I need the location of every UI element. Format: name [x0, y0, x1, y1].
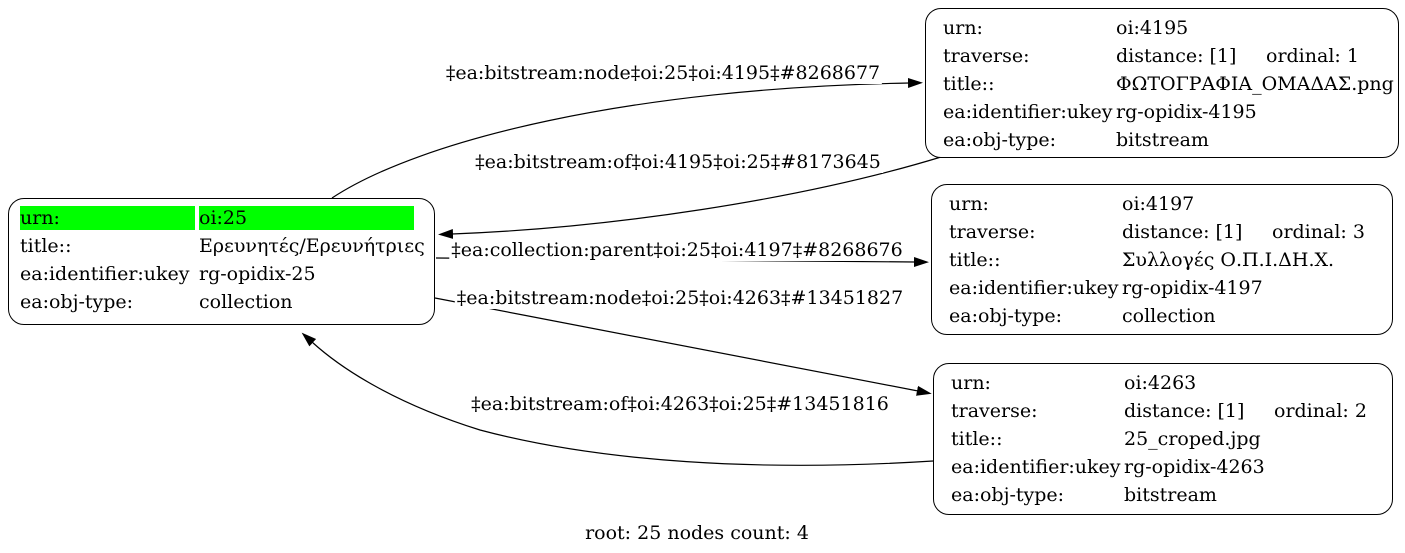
row-label: title:: [20, 235, 72, 257]
row-label: traverse: [949, 221, 1036, 243]
node-row-ukey: ea:identifier:ukey rg-opidix-25 [9, 260, 434, 288]
row-label: traverse: [943, 45, 1030, 67]
node-row-traverse: traverse: distance: [1] ordinal: 2 [934, 397, 1392, 425]
edge-bitstream-of-4263 [301, 332, 934, 466]
row-label: title:: [943, 73, 995, 95]
row-label: urn: [949, 193, 989, 215]
node-row-title: title:: Συλλογές Ο.Π.Ι.ΔΗ.Χ. [932, 246, 1392, 274]
row-value: rg-opidix-4195 [1116, 101, 1257, 123]
node-row-title: title:: 25_croped.jpg [934, 425, 1392, 453]
edge-label-bitstream-node-4195: ‡ea:bitstream:node‡oi:25‡oi:4195‡#826867… [443, 62, 883, 84]
row-value: ΦΩΤΟΓΡΑΦΙΑ_ΟΜΑΔΑΣ.png [1116, 73, 1394, 95]
node-row-ukey: ea:identifier:ukey rg-opidix-4197 [932, 274, 1392, 302]
traverse-distance: distance: [1] [1124, 400, 1245, 422]
row-value: oi:4197 [1122, 193, 1195, 215]
traverse-ordinal: ordinal: 1 [1266, 45, 1359, 67]
node-row-urn: urn: oi:4263 [934, 369, 1392, 397]
row-value: distance: [1] ordinal: 3 [1122, 220, 1382, 244]
row-value: bitstream [1124, 484, 1217, 506]
edge-bitstream-node-4263 [434, 297, 932, 396]
row-value: distance: [1] ordinal: 2 [1124, 399, 1382, 423]
row-label: ea:obj-type: [951, 484, 1065, 506]
edge-label-collection-parent-4197: ‡ea:collection:parent‡oi:25‡oi:4197‡#826… [449, 239, 905, 261]
row-label: urn: [951, 372, 991, 394]
row-value: bitstream [1116, 129, 1209, 151]
node-oi-4263: urn: oi:4263 traverse: distance: [1] ordi… [933, 363, 1393, 515]
row-value: oi:25 [199, 206, 414, 230]
edge-label-bitstream-of-4263: ‡ea:bitstream:of‡oi:4263‡oi:25‡#13451816 [469, 393, 891, 415]
node-row-objtype: ea:obj-type: collection [9, 288, 434, 316]
row-label: ea:obj-type: [949, 305, 1063, 327]
traverse-distance: distance: [1] [1116, 45, 1237, 67]
row-value: 25_croped.jpg [1124, 428, 1261, 450]
node-oi-4197: urn: oi:4197 traverse: distance: [1] ordi… [931, 184, 1393, 335]
node-row-ukey: ea:identifier:ukey rg-opidix-4263 [934, 453, 1392, 481]
row-value: oi:4195 [1116, 17, 1189, 39]
row-value: Συλλογές Ο.Π.Ι.ΔΗ.Χ. [1122, 249, 1335, 271]
row-value: oi:4263 [1124, 372, 1197, 394]
traverse-distance: distance: [1] [1122, 221, 1243, 243]
edge-label-bitstream-node-4263: ‡ea:bitstream:node‡oi:25‡oi:4263‡#134518… [454, 287, 906, 309]
node-row-objtype: ea:obj-type: bitstream [926, 126, 1398, 154]
row-label: title:: [949, 249, 1001, 271]
graph-caption: root: 25 nodes count: 4 [585, 522, 809, 544]
row-label: ea:identifier:ukey [949, 277, 1119, 299]
row-value: rg-opidix-25 [199, 263, 316, 285]
row-label: ea:identifier:ukey [20, 263, 190, 285]
node-row-traverse: traverse: distance: [1] ordinal: 3 [932, 218, 1392, 246]
edge-label-bitstream-of-4195: ‡ea:bitstream:of‡oi:4195‡oi:25‡#8173645 [473, 151, 883, 173]
row-value: rg-opidix-4197 [1122, 277, 1263, 299]
node-row-urn: urn: oi:4197 [932, 190, 1392, 218]
traverse-ordinal: ordinal: 3 [1272, 221, 1365, 243]
row-label: urn: [943, 17, 983, 39]
node-row-objtype: ea:obj-type: bitstream [934, 481, 1392, 509]
row-value: rg-opidix-4263 [1124, 456, 1265, 478]
row-label: ea:obj-type: [943, 129, 1057, 151]
row-value: Ερευνητές/Ερευνήτριες [199, 235, 425, 257]
node-row-ukey: ea:identifier:ukey rg-opidix-4195 [926, 98, 1398, 126]
row-value: distance: [1] ordinal: 1 [1116, 44, 1388, 68]
node-row-urn: urn: oi:25 [9, 204, 434, 232]
row-label: ea:obj-type: [20, 291, 134, 313]
row-label: traverse: [951, 400, 1038, 422]
node-row-objtype: ea:obj-type: collection [932, 302, 1392, 330]
node-row-urn: urn: oi:4195 [926, 14, 1398, 42]
row-value: collection [1122, 305, 1216, 327]
node-oi-4195: urn: oi:4195 traverse: distance: [1] ordi… [925, 8, 1399, 158]
node-row-title: title:: Ερευνητές/Ερευνήτριες [9, 232, 434, 260]
node-row-title: title:: ΦΩΤΟΓΡΑΦΙΑ_ΟΜΑΔΑΣ.png [926, 70, 1398, 98]
traverse-ordinal: ordinal: 2 [1274, 400, 1367, 422]
node-oi-25: urn: oi:25 title:: Ερευνητές/Ερευνήτριες… [8, 198, 435, 325]
row-label: urn: [20, 206, 195, 230]
node-row-traverse: traverse: distance: [1] ordinal: 1 [926, 42, 1398, 70]
row-label: ea:identifier:ukey [943, 101, 1113, 123]
edge-bitstream-node-4195 [331, 78, 923, 199]
edge-bitstream-of-4195 [438, 156, 942, 239]
row-label: title:: [951, 428, 1003, 450]
row-label: ea:identifier:ukey [951, 456, 1121, 478]
row-value: collection [199, 291, 293, 313]
